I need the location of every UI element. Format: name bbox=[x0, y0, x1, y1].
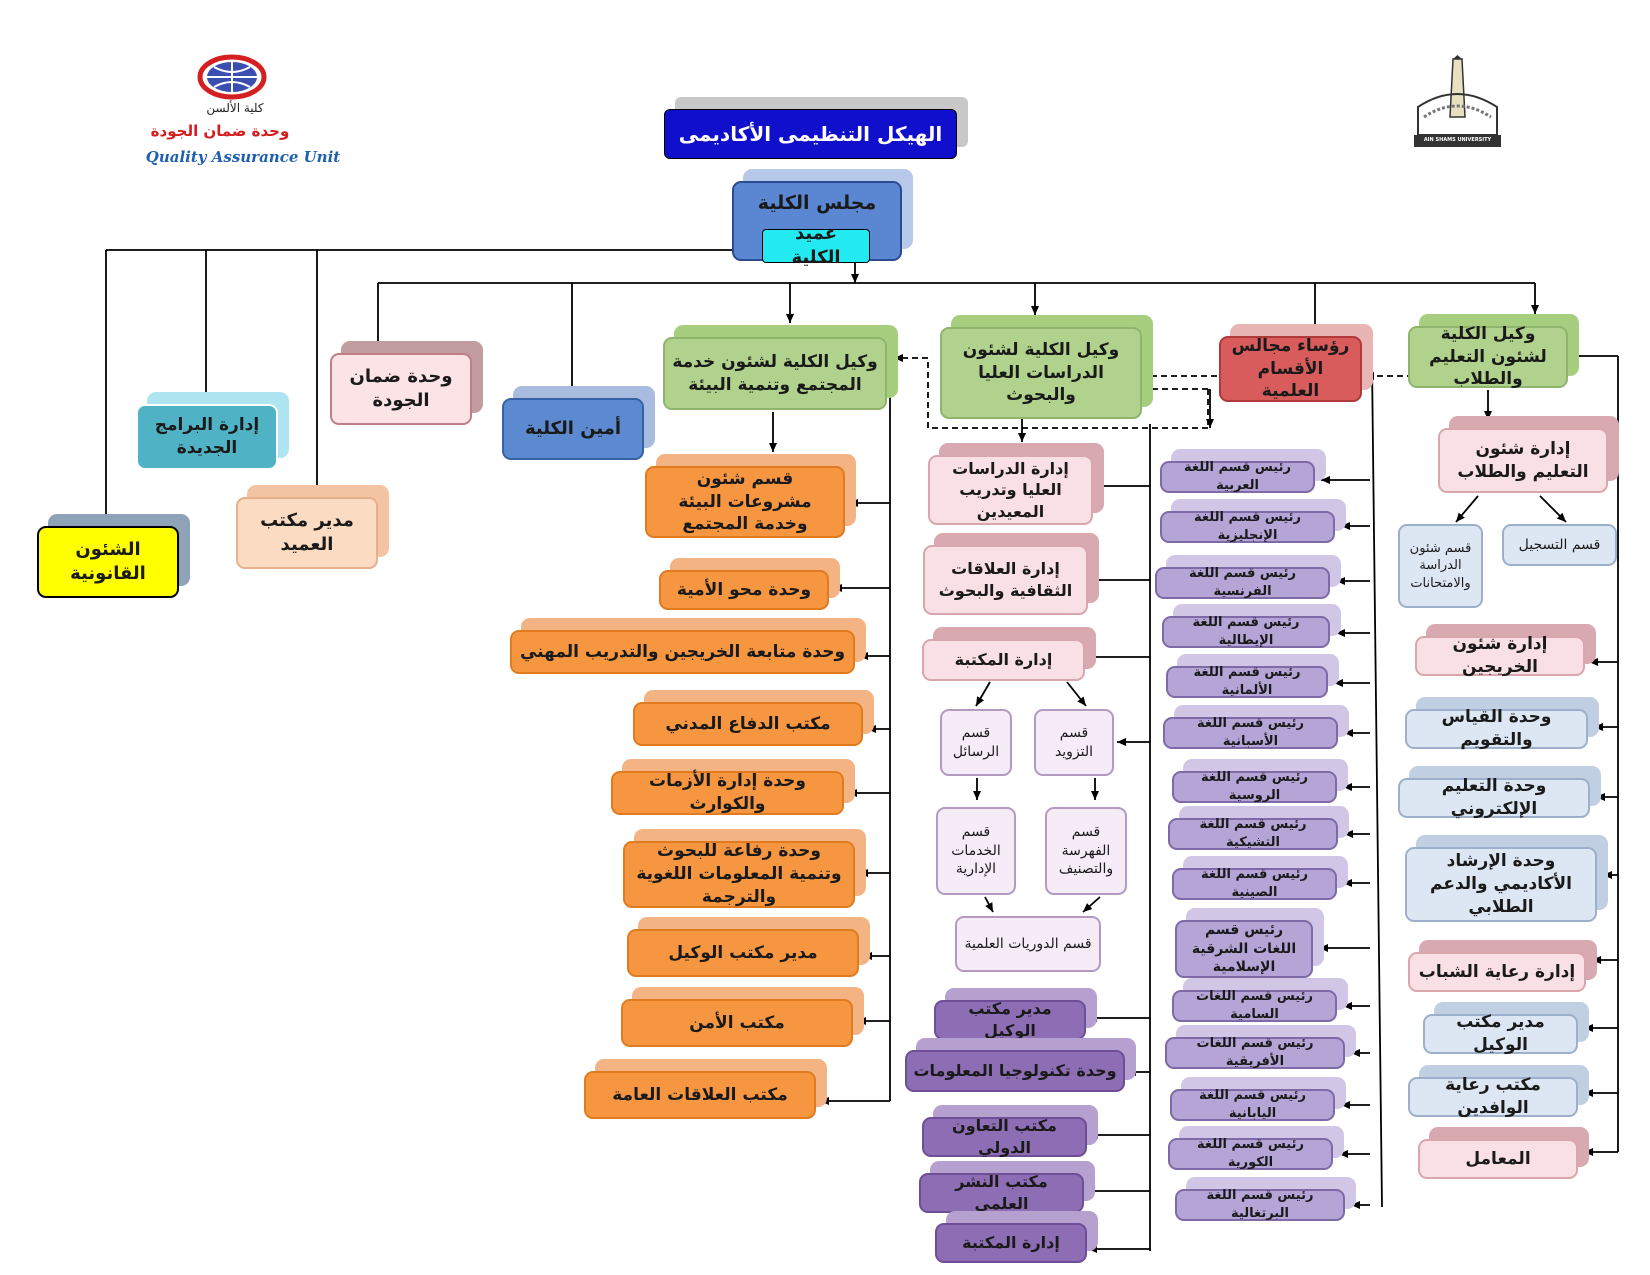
head-oriental-islamic-box: رئيس قسم اللغات الشرقية الإسلامية bbox=[1175, 920, 1313, 978]
head-french-box: رئيس قسم اللغة الفرنسية bbox=[1155, 566, 1330, 599]
postgrad-admin-box: إدارة الدراسات العليا وتدريب المعيدين bbox=[928, 455, 1093, 525]
head-spanish-box: رئيس قسم اللغة الأسبانية bbox=[1163, 716, 1338, 749]
security-office-box: مكتب الأمن bbox=[621, 999, 853, 1047]
new-programs-box: إدارة البرامج الجديدة bbox=[136, 404, 278, 470]
head-portuguese-box: رئيس قسم اللغة البرتغالية bbox=[1175, 1188, 1345, 1221]
vice-dean-education-box: وكيل الكلية لشئون التعليم والطلاب bbox=[1408, 324, 1568, 389]
dean-box: عميد الكلية bbox=[762, 223, 870, 268]
obelisk-emblem-icon bbox=[1414, 55, 1501, 147]
head-chinese-box: رئيس قسم اللغة الصينية bbox=[1172, 867, 1337, 900]
globe-icon bbox=[197, 54, 267, 100]
head-czech-box: رئيس قسم اللغة التشيكية bbox=[1168, 817, 1338, 850]
laboratories-box: المعامل bbox=[1418, 1139, 1578, 1179]
connector-line bbox=[1539, 495, 1567, 523]
library-admin-lower-box: إدارة المكتبة bbox=[935, 1223, 1087, 1263]
university-logo: AIN SHAMS UNIVERSITY bbox=[1410, 55, 1505, 155]
international-cooperation-office-box: مكتب التعاون الدولي bbox=[922, 1116, 1087, 1157]
community-vd-office-manager-box: مدير مكتب الوكيل bbox=[627, 929, 859, 977]
library-admin-box: إدارة المكتبة bbox=[922, 639, 1085, 681]
exams-affairs-dept-box: قسم شئون الدراسة والامتحانات bbox=[1398, 524, 1483, 608]
vice-dean-community-box: وكيل الكلية لشئون خدمة المجتمع وتنمية ال… bbox=[663, 337, 887, 410]
head-japanese-box: رئيس قسم اللغة اليابانية bbox=[1170, 1088, 1335, 1121]
faculty-council-label: مجلس الكلية bbox=[757, 192, 877, 214]
civil-defense-office-box: مكتب الدفاع المدني bbox=[633, 702, 863, 746]
registration-dept-box: قسم التسجيل bbox=[1502, 524, 1617, 566]
graduates-affairs-admin-box: إدارة شئون الخريجين bbox=[1415, 634, 1585, 677]
head-russian-box: رئيس قسم اللغة الروسية bbox=[1172, 770, 1337, 803]
vice-dean-postgrad-box: وكيل الكلية لشئون الدراسات العليا والبحو… bbox=[940, 327, 1142, 419]
periodicals-dept-box: قسم الدوريات العلمية bbox=[955, 916, 1101, 972]
head-italian-box: رئيس قسم اللغة الإيطالية bbox=[1162, 615, 1330, 648]
dept-councils-heads-box: رؤساء مجالس الأقسام العلمية bbox=[1219, 336, 1362, 402]
literacy-unit-box: وحدة محو الأمية bbox=[659, 570, 829, 610]
graduates-followup-unit-box: وحدة متابعة الخريجين والتدريب المهني bbox=[510, 630, 855, 674]
quality-unit-logo: كلية الألسن وحدة ضمان الجودة Quality Ass… bbox=[140, 52, 360, 182]
connector-line bbox=[1371, 364, 1383, 1208]
connector-line bbox=[975, 681, 991, 707]
faculty-secretary-box: أمين الكلية bbox=[502, 398, 644, 460]
chart-title: الهيكل التنظيمى الأكاديمى bbox=[664, 109, 957, 159]
education-affairs-admin-box: إدارة شئون التعليم والطلاب bbox=[1438, 428, 1608, 493]
head-english-box: رئيس قسم اللغة الإنجليزية bbox=[1160, 510, 1335, 543]
faculty-council-box: مجلس الكلية bbox=[732, 181, 902, 261]
acquisitions-dept-box: قسم التزويد bbox=[1034, 709, 1114, 776]
postgrad-vd-office-manager-box: مدير مكتب الوكيل bbox=[934, 999, 1086, 1040]
rifaa-research-unit-box: وحدة رفاعة للبحوث وتنمية المعلومات اللغو… bbox=[623, 841, 855, 908]
cataloging-dept-box: قسم الفهرسة والتصنيف bbox=[1045, 807, 1127, 895]
quality-unit-box: وحدة ضمان الجودة bbox=[330, 353, 472, 425]
head-arabic-box: رئيس قسم اللغة العربية bbox=[1160, 460, 1315, 493]
faculty-name-logo-text: كلية الألسن bbox=[206, 101, 264, 115]
quality-unit-title-ar: وحدة ضمان الجودة bbox=[150, 122, 290, 140]
it-unit-box: وحدة تكنولوجيا المعلومات bbox=[905, 1050, 1125, 1092]
connector-line bbox=[1455, 495, 1479, 523]
admin-services-dept-box: قسم الخدمات الإدارية bbox=[936, 807, 1016, 895]
connector-line bbox=[1066, 681, 1087, 707]
cultural-relations-admin-box: إدارة العلاقات الثقافية والبحوث bbox=[923, 545, 1088, 615]
head-african-box: رئيس قسم اللغات الأفريقية bbox=[1165, 1036, 1345, 1069]
scientific-publishing-office-box: مكتب النشر العلمي bbox=[919, 1172, 1084, 1213]
crisis-management-unit-box: وحدة إدارة الأزمات والكوارث bbox=[611, 771, 844, 815]
public-relations-office-box: مكتب العلاقات العامة bbox=[584, 1071, 816, 1119]
connector-line bbox=[984, 896, 994, 913]
university-name-en: AIN SHAMS UNIVERSITY bbox=[1423, 137, 1492, 143]
expatriates-care-office-box: مكتب رعاية الوافدين bbox=[1408, 1075, 1578, 1118]
e-learning-unit-box: وحدة التعليم الإلكتروني bbox=[1398, 776, 1590, 819]
head-semitic-box: رئيس قسم اللغات السامية bbox=[1172, 989, 1337, 1022]
quality-unit-title-en: Quality Assurance Unit bbox=[145, 148, 341, 166]
theses-dept-box: قسم الرسائل bbox=[940, 709, 1012, 776]
community-projects-dept-box: قسم شئون مشروعات البيئة وخدمة المجتمع bbox=[645, 466, 845, 538]
dean-office-manager-box: مدير مكتب العميد bbox=[236, 497, 378, 569]
legal-affairs-box: الشئون القانونية bbox=[37, 526, 179, 598]
academic-advising-unit-box: وحدة الإرشاد الأكاديمي والدعم الطلابي bbox=[1405, 847, 1597, 922]
measurement-evaluation-unit-box: وحدة القياس والتقويم bbox=[1405, 707, 1588, 750]
youth-welfare-admin-box: إدارة رعاية الشباب bbox=[1408, 952, 1586, 992]
head-german-box: رئيس قسم اللغة الألمانية bbox=[1166, 665, 1328, 698]
head-korean-box: رئيس قسم اللغة الكورية bbox=[1168, 1137, 1333, 1170]
education-vd-office-manager-box: مدير مكتب الوكيل bbox=[1423, 1012, 1578, 1055]
connector-line bbox=[1082, 896, 1101, 913]
